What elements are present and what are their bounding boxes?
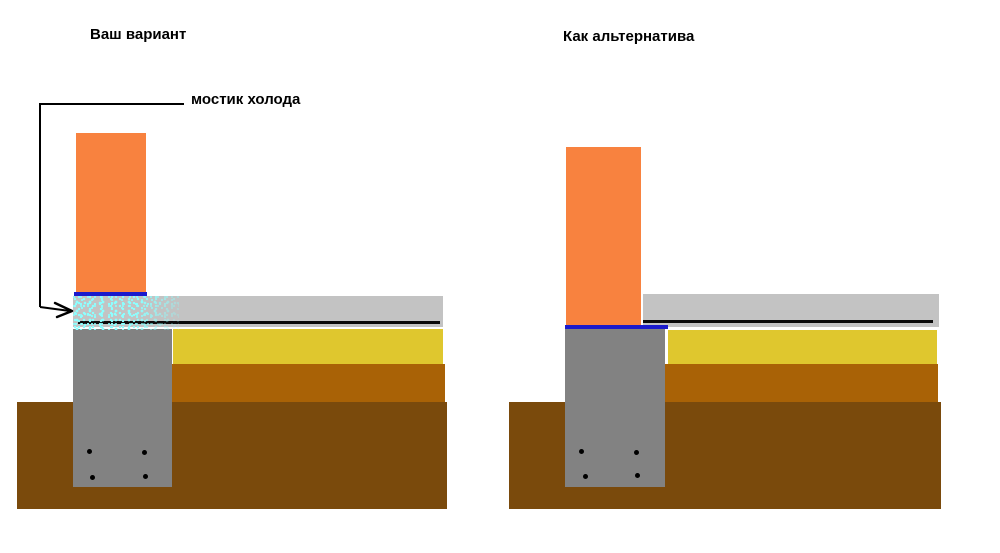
right-anchor-dot <box>579 449 584 454</box>
arrow-shaft <box>39 306 71 312</box>
left-rebar-line <box>78 321 440 324</box>
right-anchor-dot <box>635 473 640 478</box>
right-panel-title: Как альтернатива <box>563 28 695 45</box>
right-insulation-layer <box>668 330 937 364</box>
right-anchor-dot <box>583 474 588 479</box>
arrow-head-icon <box>53 301 74 319</box>
right-membrane-strip <box>565 325 668 329</box>
cold-bridge-label: мостик холода <box>191 91 301 108</box>
right-anchor-dot <box>634 450 639 455</box>
left-anchor-dot <box>90 475 95 480</box>
left-panel-title: Ваш вариант <box>90 26 187 43</box>
left-wall-column <box>76 133 146 292</box>
left-anchor-dot <box>87 449 92 454</box>
left-insulation-layer <box>173 329 443 364</box>
left-anchor-dot <box>143 474 148 479</box>
right-wall-column <box>566 147 641 325</box>
right-rebar-line <box>643 320 933 323</box>
left-foundation-pier <box>73 329 172 487</box>
right-subbase-layer <box>665 364 938 402</box>
left-anchor-dot <box>142 450 147 455</box>
right-foundation-pier <box>565 329 665 487</box>
left-membrane-strip <box>74 292 147 296</box>
cold-bridge-speckle-zone <box>73 296 179 330</box>
left-subbase-layer <box>172 364 445 402</box>
